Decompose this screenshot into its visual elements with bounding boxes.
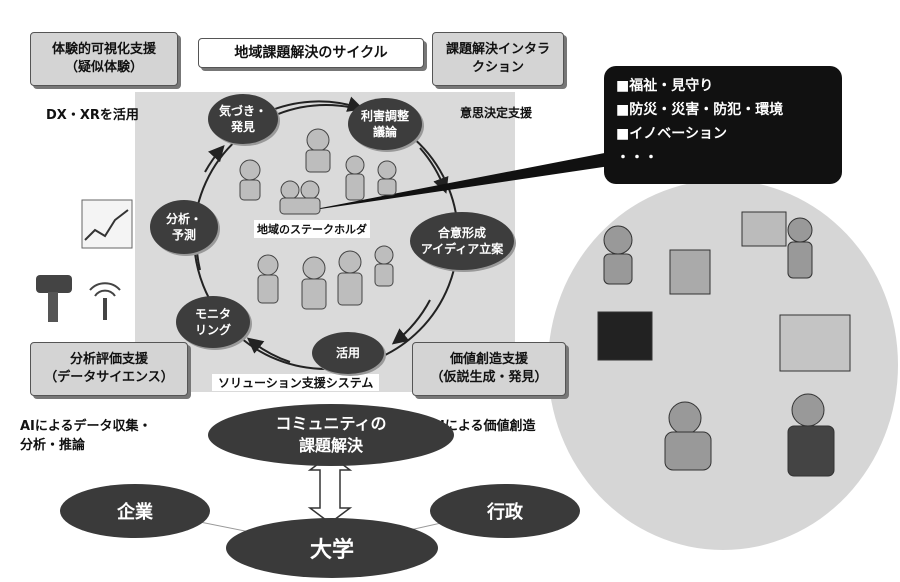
caption-ai-value: AIによる価値創造 bbox=[430, 419, 536, 434]
community-problem-solving: コミュニティの課題解決 bbox=[208, 404, 454, 466]
community-l1: コミュニティの bbox=[275, 414, 387, 433]
actor-company: 企業 bbox=[60, 484, 210, 538]
caption-decision-support: 意思決定支援 bbox=[460, 106, 533, 120]
node-use-l1: 活用 bbox=[335, 346, 360, 360]
box-bl-line2: （データサイエンス） bbox=[44, 370, 174, 385]
node-monitoring-l2: リング bbox=[194, 323, 231, 337]
issue-innovation: ■イノベーション bbox=[616, 126, 727, 142]
caption-ai-data-line2: 分析・推論 bbox=[20, 438, 86, 453]
actor-government-label: 行政 bbox=[487, 502, 523, 523]
issue-disaster: ■防災・災害・防犯・環境 bbox=[616, 102, 784, 118]
node-interest-l1: 利害調整 bbox=[360, 109, 409, 123]
box-bl-line1: 分析評価支援 bbox=[69, 352, 148, 367]
node-analysis-l1: 分析・ bbox=[165, 212, 202, 226]
actor-university: 大学 bbox=[226, 518, 438, 578]
node-awareness: 気づき・発見 bbox=[208, 94, 278, 144]
camera-sensor-icon bbox=[36, 275, 121, 322]
box-br-line1: 価値創造支援 bbox=[449, 352, 528, 367]
node-analysis: 分析・予測 bbox=[150, 200, 218, 254]
node-interest-l2: 議論 bbox=[372, 125, 397, 139]
actor-government: 行政 bbox=[430, 484, 580, 538]
box-value-creation: 価値創造支援 （仮説生成・発見） bbox=[412, 342, 566, 396]
box-analysis-evaluation: 分析評価支援 （データサイエンス） bbox=[30, 342, 188, 396]
box-tr-line1: 課題解決インタラ bbox=[445, 42, 550, 57]
community-l2: 課題解決 bbox=[298, 436, 363, 455]
box-tl-line2: （疑似体験） bbox=[64, 60, 143, 75]
node-awareness-l2: 発見 bbox=[230, 120, 255, 134]
node-consensus-l1: 合意形成 bbox=[437, 226, 486, 240]
box-br-line2: （仮説生成・発見） bbox=[430, 370, 548, 385]
caption-dx-xr: DX・XRを活用 bbox=[46, 108, 139, 123]
cycle-title: 地域課題解決のサイクル bbox=[198, 38, 424, 68]
node-monitoring: モニタリング bbox=[176, 296, 250, 348]
box-tl-line1: 体験的可視化支援 bbox=[51, 42, 156, 57]
issue-more: ・・・ bbox=[616, 150, 658, 166]
cycle-title-text: 地域課題解決のサイクル bbox=[234, 45, 388, 61]
node-interest-adjustment: 利害調整議論 bbox=[348, 98, 422, 150]
caption-ai-data-line1: AIによるデータ収集・ bbox=[20, 419, 152, 434]
chart-icon bbox=[81, 199, 133, 249]
box-experiential-visualization: 体験的可視化支援 （疑似体験） bbox=[30, 32, 178, 86]
actor-company-label: 企業 bbox=[117, 502, 153, 523]
issue-welfare: ■福祉・見守り bbox=[616, 78, 714, 94]
node-consensus-l2: アイディア立案 bbox=[420, 242, 504, 256]
box-tr-line2: クション bbox=[471, 60, 524, 75]
node-analysis-l2: 予測 bbox=[171, 228, 196, 242]
caption-solution-system: ソリューション支援システム bbox=[212, 374, 380, 391]
node-awareness-l1: 気づき・ bbox=[218, 104, 267, 118]
node-monitoring-l1: モニタ bbox=[194, 307, 231, 321]
node-consensus: 合意形成アイディア立案 bbox=[410, 212, 514, 270]
box-problem-solving-interaction: 課題解決インタラ クション bbox=[432, 32, 564, 86]
node-use: 活用 bbox=[312, 332, 384, 374]
issue-speech-bubble: ■福祉・見守り ■防災・災害・防犯・環境 ■イノベーション ・・・ bbox=[604, 66, 842, 184]
actor-university-label: 大学 bbox=[309, 538, 354, 563]
caption-stakeholder: 地域のステークホルダ bbox=[254, 220, 370, 238]
